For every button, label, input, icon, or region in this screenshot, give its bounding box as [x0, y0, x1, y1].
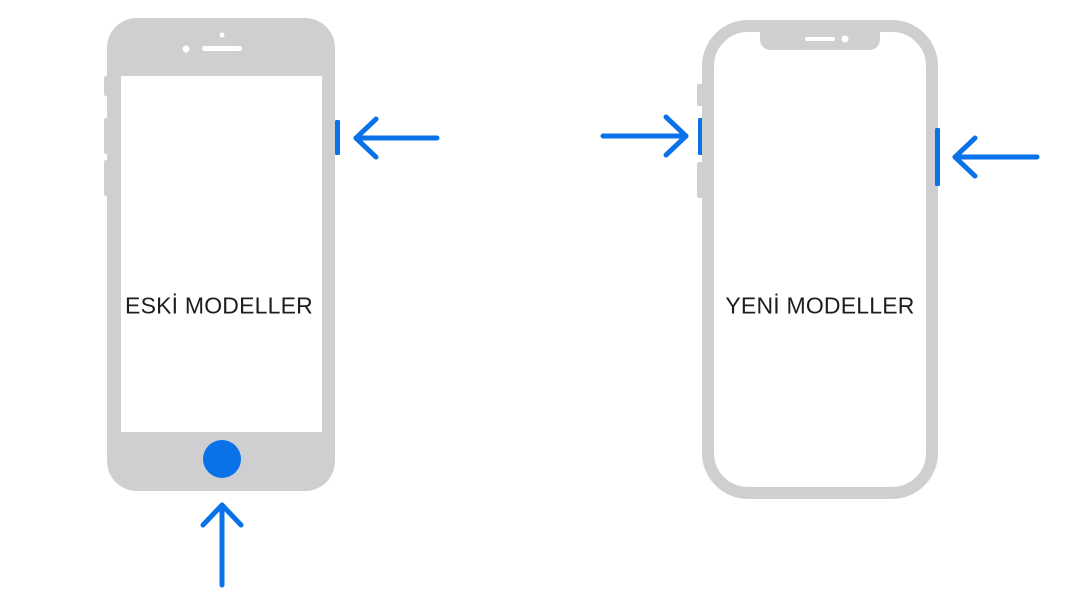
new-phone-side-button-highlighted — [935, 128, 940, 186]
arrow-icon — [200, 502, 244, 588]
old-models-label: ESKİ MODELLER — [125, 292, 313, 319]
old-phone-sensor — [219, 32, 225, 38]
old-phone-camera — [182, 45, 190, 53]
old-phone-side-button-highlighted — [335, 120, 340, 155]
arrow-icon — [600, 114, 689, 158]
arrow-icon — [952, 135, 1040, 179]
new-models-label: YENİ MODELLER — [725, 292, 915, 319]
old-phone-screen — [121, 76, 322, 432]
new-phone-action-button — [697, 84, 703, 106]
new-phone-volume-down-button — [697, 162, 703, 198]
new-phone-speaker — [805, 37, 835, 41]
old-phone — [104, 18, 340, 491]
new-phone — [697, 20, 940, 499]
arrow-icon — [353, 116, 440, 160]
old-phone-home-button-highlighted — [203, 440, 241, 478]
old-phone-speaker — [202, 46, 242, 51]
new-phone-camera — [841, 35, 849, 43]
new-phone-body — [702, 20, 938, 499]
